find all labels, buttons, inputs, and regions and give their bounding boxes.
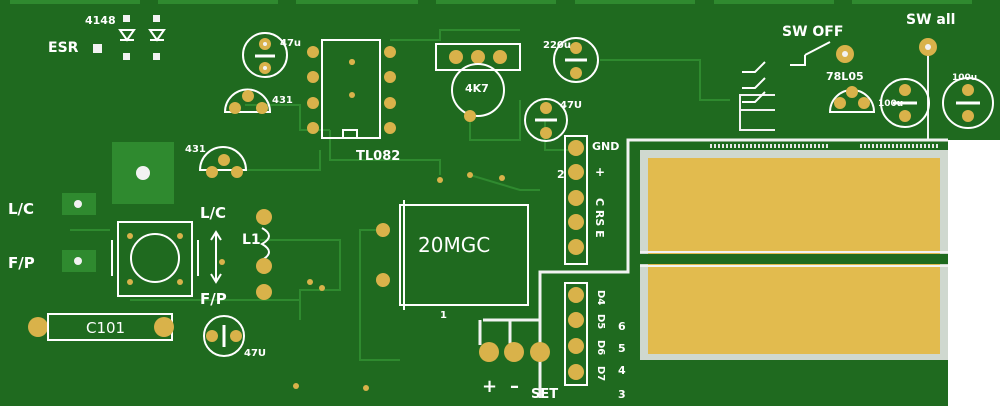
diode-code-label: 4148 — [85, 14, 116, 27]
diode-group: 4148 ESR — [48, 14, 166, 60]
toggle-bottom-label: F/P — [200, 290, 227, 308]
crystal-label: 20MGC — [418, 233, 490, 257]
left-connectors: L/C F/P — [8, 142, 174, 272]
cap-47u-top-label: 47u — [280, 38, 301, 49]
connector-top: GND + 2 C RS E — [557, 135, 619, 265]
sw-off-label: SW OFF — [782, 24, 843, 40]
num-4-label: 4 — [618, 364, 626, 377]
cap-47u-bottom-label: 47U — [244, 348, 266, 359]
btn-set-label: SET — [531, 387, 558, 402]
inductor-l1: L1 — [242, 209, 272, 300]
connector-bottom: D4 D5 D6 D7 6 5 4 3 — [564, 282, 626, 401]
cap-47u-mid-label: 47U — [560, 100, 582, 111]
inductor-label: L1 — [242, 232, 261, 248]
d6-label: D6 — [595, 340, 606, 355]
gnd-label: GND — [592, 140, 619, 153]
resistor-label: C101 — [86, 319, 125, 337]
regulator-label: 78L05 — [826, 70, 864, 83]
vias — [219, 59, 505, 391]
crystal-pin-label: 1 — [440, 310, 447, 321]
cap-47u-mid: 47U — [524, 98, 582, 142]
reg-78l05: 78L05 — [826, 70, 876, 113]
cap-100u-a-label: 100u — [878, 99, 903, 109]
cap-220u-label: 220u — [543, 40, 571, 51]
reg-431-left: 431 — [185, 144, 248, 178]
switch-labels: SW OFF SW all — [782, 12, 955, 63]
num-2-label: 2 — [557, 168, 565, 181]
sw-all-label: SW all — [906, 12, 955, 28]
button-pads: + – SET — [479, 342, 558, 402]
pot-4k7: 4K7 — [435, 43, 521, 122]
cap-47u-bottom: 47U — [203, 315, 266, 359]
crystal-20mgc: 20MGC 1 — [376, 200, 529, 321]
lc-label: L/C — [8, 200, 34, 218]
cap-100u-b-label: 100u — [952, 73, 977, 83]
reg-431-top: 431 — [223, 88, 293, 114]
toggle-top-label: L/C — [200, 204, 226, 222]
fp-label: F/P — [8, 254, 35, 272]
toggle-switch: L/C F/P — [111, 204, 227, 308]
pour-outline — [478, 138, 948, 398]
cap-220u: 220u — [543, 37, 599, 83]
reg-431-left-label: 431 — [185, 144, 206, 155]
switch-symbols — [742, 41, 831, 103]
num-6-label: 6 — [618, 320, 626, 333]
resistor-c101: C101 — [28, 313, 174, 341]
top-edge-tabs — [10, 0, 972, 4]
btn-plus-label: + — [482, 376, 497, 397]
num-3-label: 3 — [618, 388, 626, 401]
board-cutout — [948, 140, 1000, 406]
esr-label: ESR — [48, 40, 79, 56]
reg-431-top-label: 431 — [272, 95, 293, 106]
num-5-label: 5 — [618, 342, 626, 355]
opamp-label: TL082 — [356, 149, 400, 164]
pot-label: 4K7 — [465, 82, 489, 95]
cap-100u-b: 100u — [942, 73, 994, 129]
c-rs-e-label: C RS E — [593, 198, 606, 238]
gold-pad-block — [640, 150, 948, 360]
cap-100u-a: 100u — [878, 78, 930, 128]
btn-minus-label: – — [510, 376, 519, 397]
cap-47u-top: 47u — [242, 32, 301, 78]
d4-label: D4 — [595, 290, 606, 305]
d7-label: D7 — [595, 366, 606, 381]
d5-label: D5 — [595, 314, 606, 329]
plus-small-label: + — [595, 165, 605, 179]
